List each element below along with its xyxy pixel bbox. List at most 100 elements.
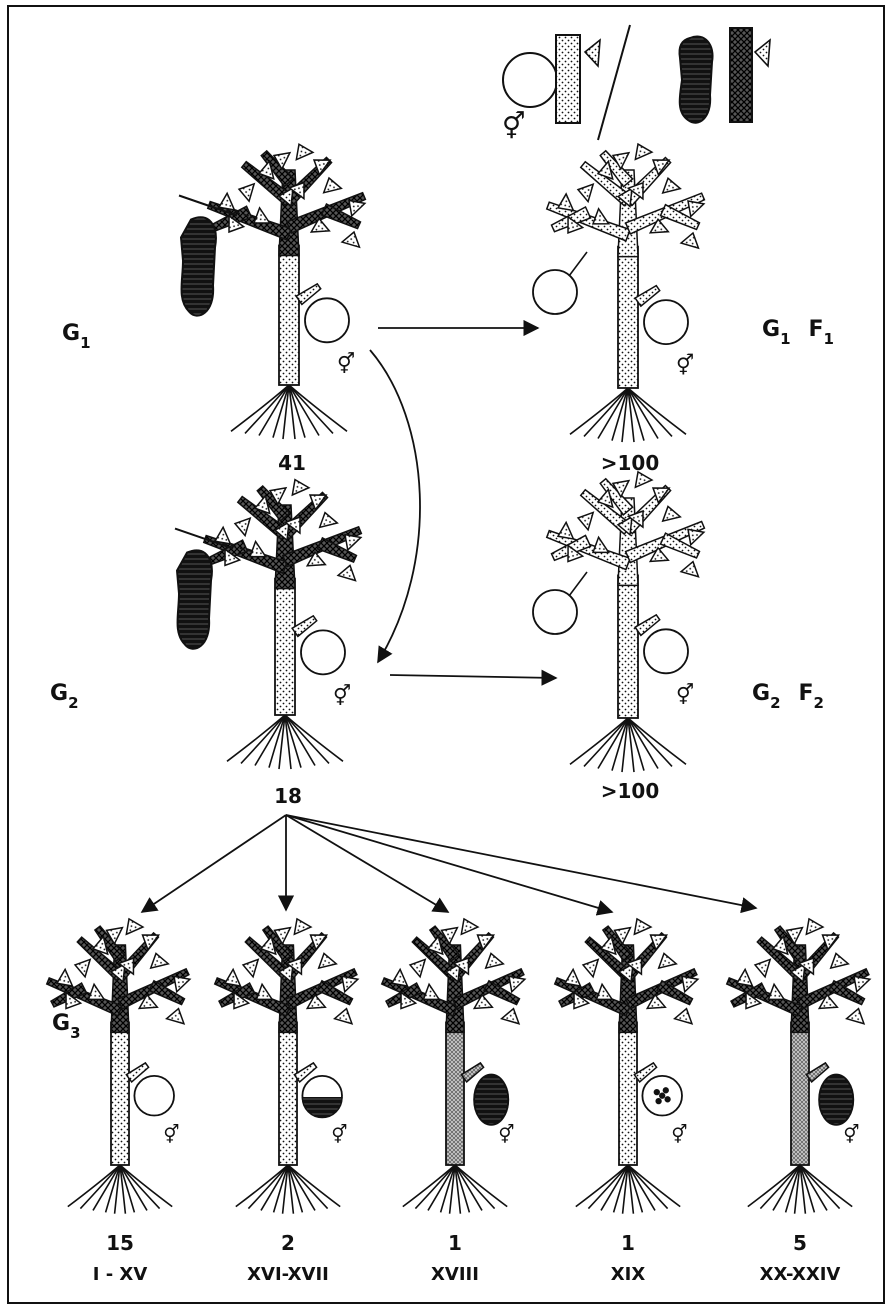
- trunk: [274, 577, 296, 716]
- leaf-icon: [233, 516, 252, 538]
- leaf-icon: [291, 478, 311, 497]
- leaf-icon: [611, 479, 631, 499]
- leaf-icon: [309, 934, 329, 952]
- fruit-spot: [655, 1097, 662, 1105]
- trunk: [790, 1021, 810, 1166]
- leaf-icon: [508, 975, 527, 994]
- label-g2: G2: [50, 681, 79, 712]
- tree-g3-offspring-2: ⚥: [213, 917, 360, 1214]
- leaf-icon: [109, 962, 126, 984]
- leaf-icon: [657, 952, 678, 970]
- leaf-icon: [661, 176, 682, 194]
- leaf-icon: [149, 952, 170, 970]
- offspring-range-1: I - XV: [93, 1264, 148, 1285]
- leaf-icon: [390, 967, 409, 987]
- fruit-dark: [818, 1073, 855, 1126]
- count-g1: 41: [278, 451, 306, 475]
- roots: [402, 1164, 508, 1214]
- leaf-icon: [105, 926, 124, 946]
- branch: [634, 613, 661, 637]
- leaf-icon: [277, 186, 294, 208]
- fruit-circle-legend: [502, 52, 558, 108]
- leaf-icon: [305, 993, 327, 1010]
- leaf-icon: [576, 182, 595, 204]
- leaf-icon: [472, 993, 494, 1010]
- branch: [634, 284, 661, 308]
- leaf-icon: [285, 956, 303, 976]
- tree-g3-offspring-5: ⚥: [725, 917, 872, 1214]
- branch: [483, 979, 521, 1006]
- leaf-icon: [567, 215, 585, 235]
- leaf-icon: [237, 182, 256, 203]
- branch: [805, 1061, 830, 1084]
- branch: [659, 203, 701, 231]
- count-g1-f1: >100: [601, 451, 660, 475]
- leaf-icon: [634, 470, 654, 489]
- leaf-icon: [322, 176, 343, 194]
- leaf-icon: [308, 494, 328, 512]
- leaf-icon: [73, 958, 92, 979]
- leaf-icon: [591, 535, 611, 554]
- branch: [633, 1061, 658, 1084]
- branch: [316, 536, 358, 564]
- fruit-half-dark: [301, 1097, 343, 1119]
- branch: [148, 979, 186, 1006]
- roots: [235, 1164, 341, 1214]
- leaf-icon: [829, 952, 850, 970]
- leaf-icon: [817, 993, 839, 1010]
- leaf-icon: [626, 509, 644, 529]
- leaf-icon: [626, 181, 644, 201]
- roots: [569, 387, 687, 443]
- leaf-icon: [581, 958, 600, 979]
- branch: [93, 925, 126, 963]
- leaf-icon: [591, 207, 611, 225]
- leaf-icon: [745, 990, 763, 1010]
- branch: [260, 149, 295, 188]
- branch: [828, 979, 866, 1006]
- hermaphrodite-symbol: ⚥: [331, 1124, 347, 1146]
- leaf-icon: [224, 547, 242, 567]
- leaf-icon: [616, 187, 633, 208]
- fruit-spot: [662, 1087, 669, 1094]
- leaf-legend: [583, 38, 601, 68]
- tree-g1-parent: ⚥: [178, 143, 367, 440]
- leaf-icon: [567, 543, 585, 563]
- arrow-g2-to-g3-5: [285, 814, 758, 914]
- leaf-icon: [65, 990, 83, 1010]
- leaf-icon: [248, 539, 268, 558]
- hermaphrodite-symbol: ⚥: [676, 353, 694, 377]
- leaf-icon: [341, 975, 360, 994]
- trunk: [278, 244, 300, 386]
- leaf-icon: [476, 934, 496, 952]
- leaf-icon: [645, 993, 667, 1010]
- leaf-icon: [573, 990, 591, 1010]
- branch: [320, 202, 362, 230]
- trees-layer: ⚥⚥⚥⚥⚥⚥⚥⚥⚥: [45, 142, 872, 1214]
- leaf-icon: [287, 181, 305, 201]
- fruit-circle: [643, 299, 689, 346]
- branch: [659, 532, 701, 559]
- tree-g3-offspring-1: ⚥: [45, 917, 192, 1214]
- leaf-icon: [673, 1007, 694, 1025]
- legend-divider: [597, 24, 631, 141]
- branch: [460, 1061, 485, 1084]
- hermaphrodite-symbol-legend: ⚥: [502, 111, 525, 142]
- leaf-icon: [651, 159, 671, 177]
- tree-g2-parent: ⚥: [174, 478, 363, 770]
- arrow-g1-to-g2: [369, 349, 421, 664]
- offspring-count-2: 2: [281, 1231, 295, 1255]
- figure-frame: [7, 5, 885, 1304]
- leaf-icon: [687, 528, 706, 547]
- leaf-icon: [255, 982, 274, 1001]
- hermaphrodite-symbol: ⚥: [676, 682, 694, 706]
- trunk: [445, 1021, 465, 1166]
- arrows-layer: [140, 319, 758, 916]
- leaf-icon: [556, 192, 575, 212]
- dark-fruit-legend: [678, 35, 714, 124]
- branch: [428, 925, 461, 963]
- leaf-icon: [344, 533, 363, 552]
- leaf-icon: [268, 486, 288, 506]
- leaf-icon: [625, 956, 643, 976]
- leaf-icon: [273, 926, 292, 946]
